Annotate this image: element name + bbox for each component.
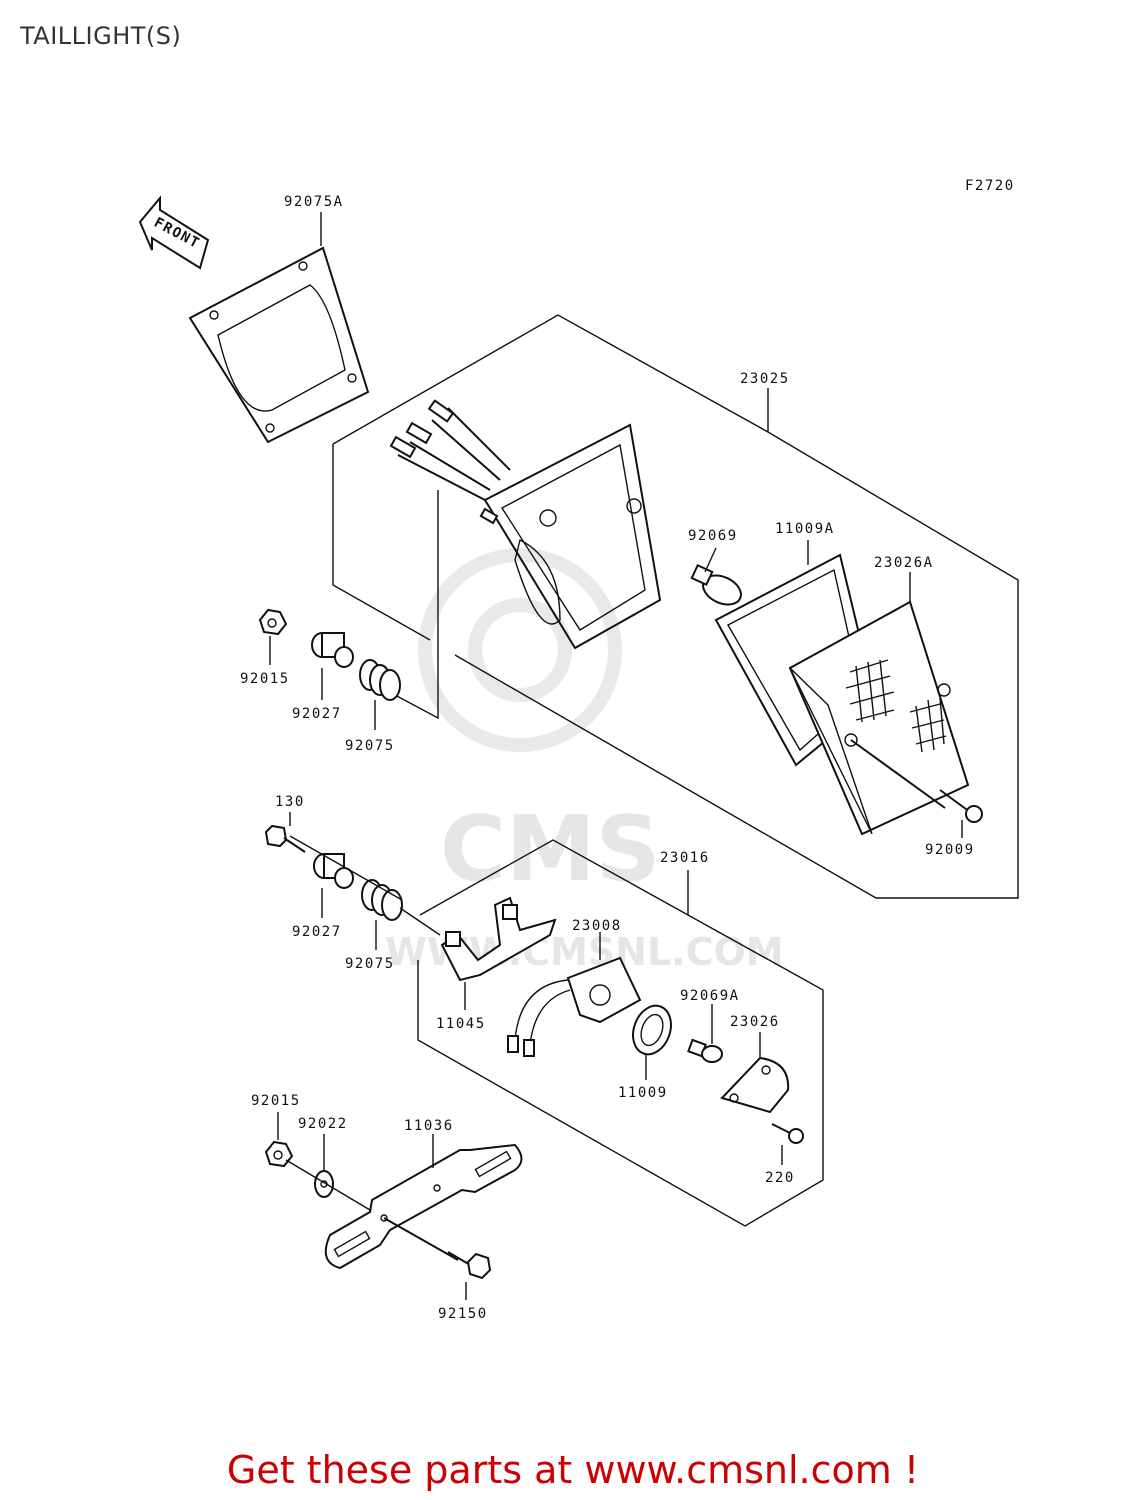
screw-220 xyxy=(771,1123,804,1165)
gasket-11009 xyxy=(632,1004,672,1080)
assembly-outline-23025 xyxy=(332,314,1019,899)
label-130[interactable]: 130 xyxy=(275,794,305,810)
label-220[interactable]: 220 xyxy=(765,1170,795,1186)
bolt-130 xyxy=(264,812,306,853)
label-23025[interactable]: 23025 xyxy=(740,371,790,387)
footer-link[interactable]: Get these parts at www.cmsnl.com ! xyxy=(226,1448,920,1492)
bulb-92069a xyxy=(687,1004,723,1063)
watermark-cms-logo: CMS xyxy=(440,797,660,902)
bolt-92150 xyxy=(383,1217,492,1300)
label-92150[interactable]: 92150 xyxy=(438,1306,488,1322)
label-92022[interactable]: 92022 xyxy=(298,1116,348,1132)
socket-23008 xyxy=(507,932,642,1057)
label-92075a[interactable]: 92075A xyxy=(284,194,344,210)
label-11045[interactable]: 11045 xyxy=(436,1016,486,1032)
grommet-92075-upper xyxy=(359,659,401,730)
label-23008[interactable]: 23008 xyxy=(572,918,622,934)
figure-code: F2720 xyxy=(965,178,1015,194)
lens-23026a xyxy=(788,572,970,836)
label-92069[interactable]: 92069 xyxy=(688,528,738,544)
label-92009[interactable]: 92009 xyxy=(925,842,975,858)
front-arrow-icon: FRONT xyxy=(138,195,210,270)
watermark: CMS WWW.CMSNL.COM xyxy=(385,548,784,974)
page-title: TAILLIGHT(S) xyxy=(20,22,182,50)
label-23016[interactable]: 23016 xyxy=(660,850,710,866)
screw-92009 xyxy=(850,739,983,838)
label-11009[interactable]: 11009 xyxy=(618,1085,668,1101)
label-23026a[interactable]: 23026A xyxy=(874,555,934,571)
part-labels: 92075A 23025 92069 11009A 23026A 92015 9… xyxy=(240,194,975,1322)
gasket-92075a xyxy=(188,212,370,444)
collar-92027-lower xyxy=(313,853,354,918)
license-bracket-11036 xyxy=(324,1134,523,1270)
lens-23026 xyxy=(720,1032,790,1114)
label-92027-lower[interactable]: 92027 xyxy=(292,924,342,940)
taillight-housing xyxy=(389,399,662,720)
nut-92015-lower xyxy=(264,1112,294,1168)
label-92075-lower[interactable]: 92075 xyxy=(345,956,395,972)
nut-92015-upper xyxy=(258,608,288,665)
label-92015-lower[interactable]: 92015 xyxy=(251,1093,301,1109)
assembly-outline-23016 xyxy=(417,839,824,1227)
collar-92027-upper xyxy=(311,632,354,700)
label-23026[interactable]: 23026 xyxy=(730,1014,780,1030)
bulb-92069 xyxy=(690,547,742,606)
label-92027-upper[interactable]: 92027 xyxy=(292,706,342,722)
label-11009a[interactable]: 11009A xyxy=(775,521,835,537)
washer-92022 xyxy=(314,1134,334,1198)
bracket-11045 xyxy=(440,896,557,1010)
label-11036[interactable]: 11036 xyxy=(404,1118,454,1134)
label-92075-upper[interactable]: 92075 xyxy=(345,738,395,754)
label-92015-upper[interactable]: 92015 xyxy=(240,671,290,687)
label-92069a[interactable]: 92069A xyxy=(680,988,740,1004)
